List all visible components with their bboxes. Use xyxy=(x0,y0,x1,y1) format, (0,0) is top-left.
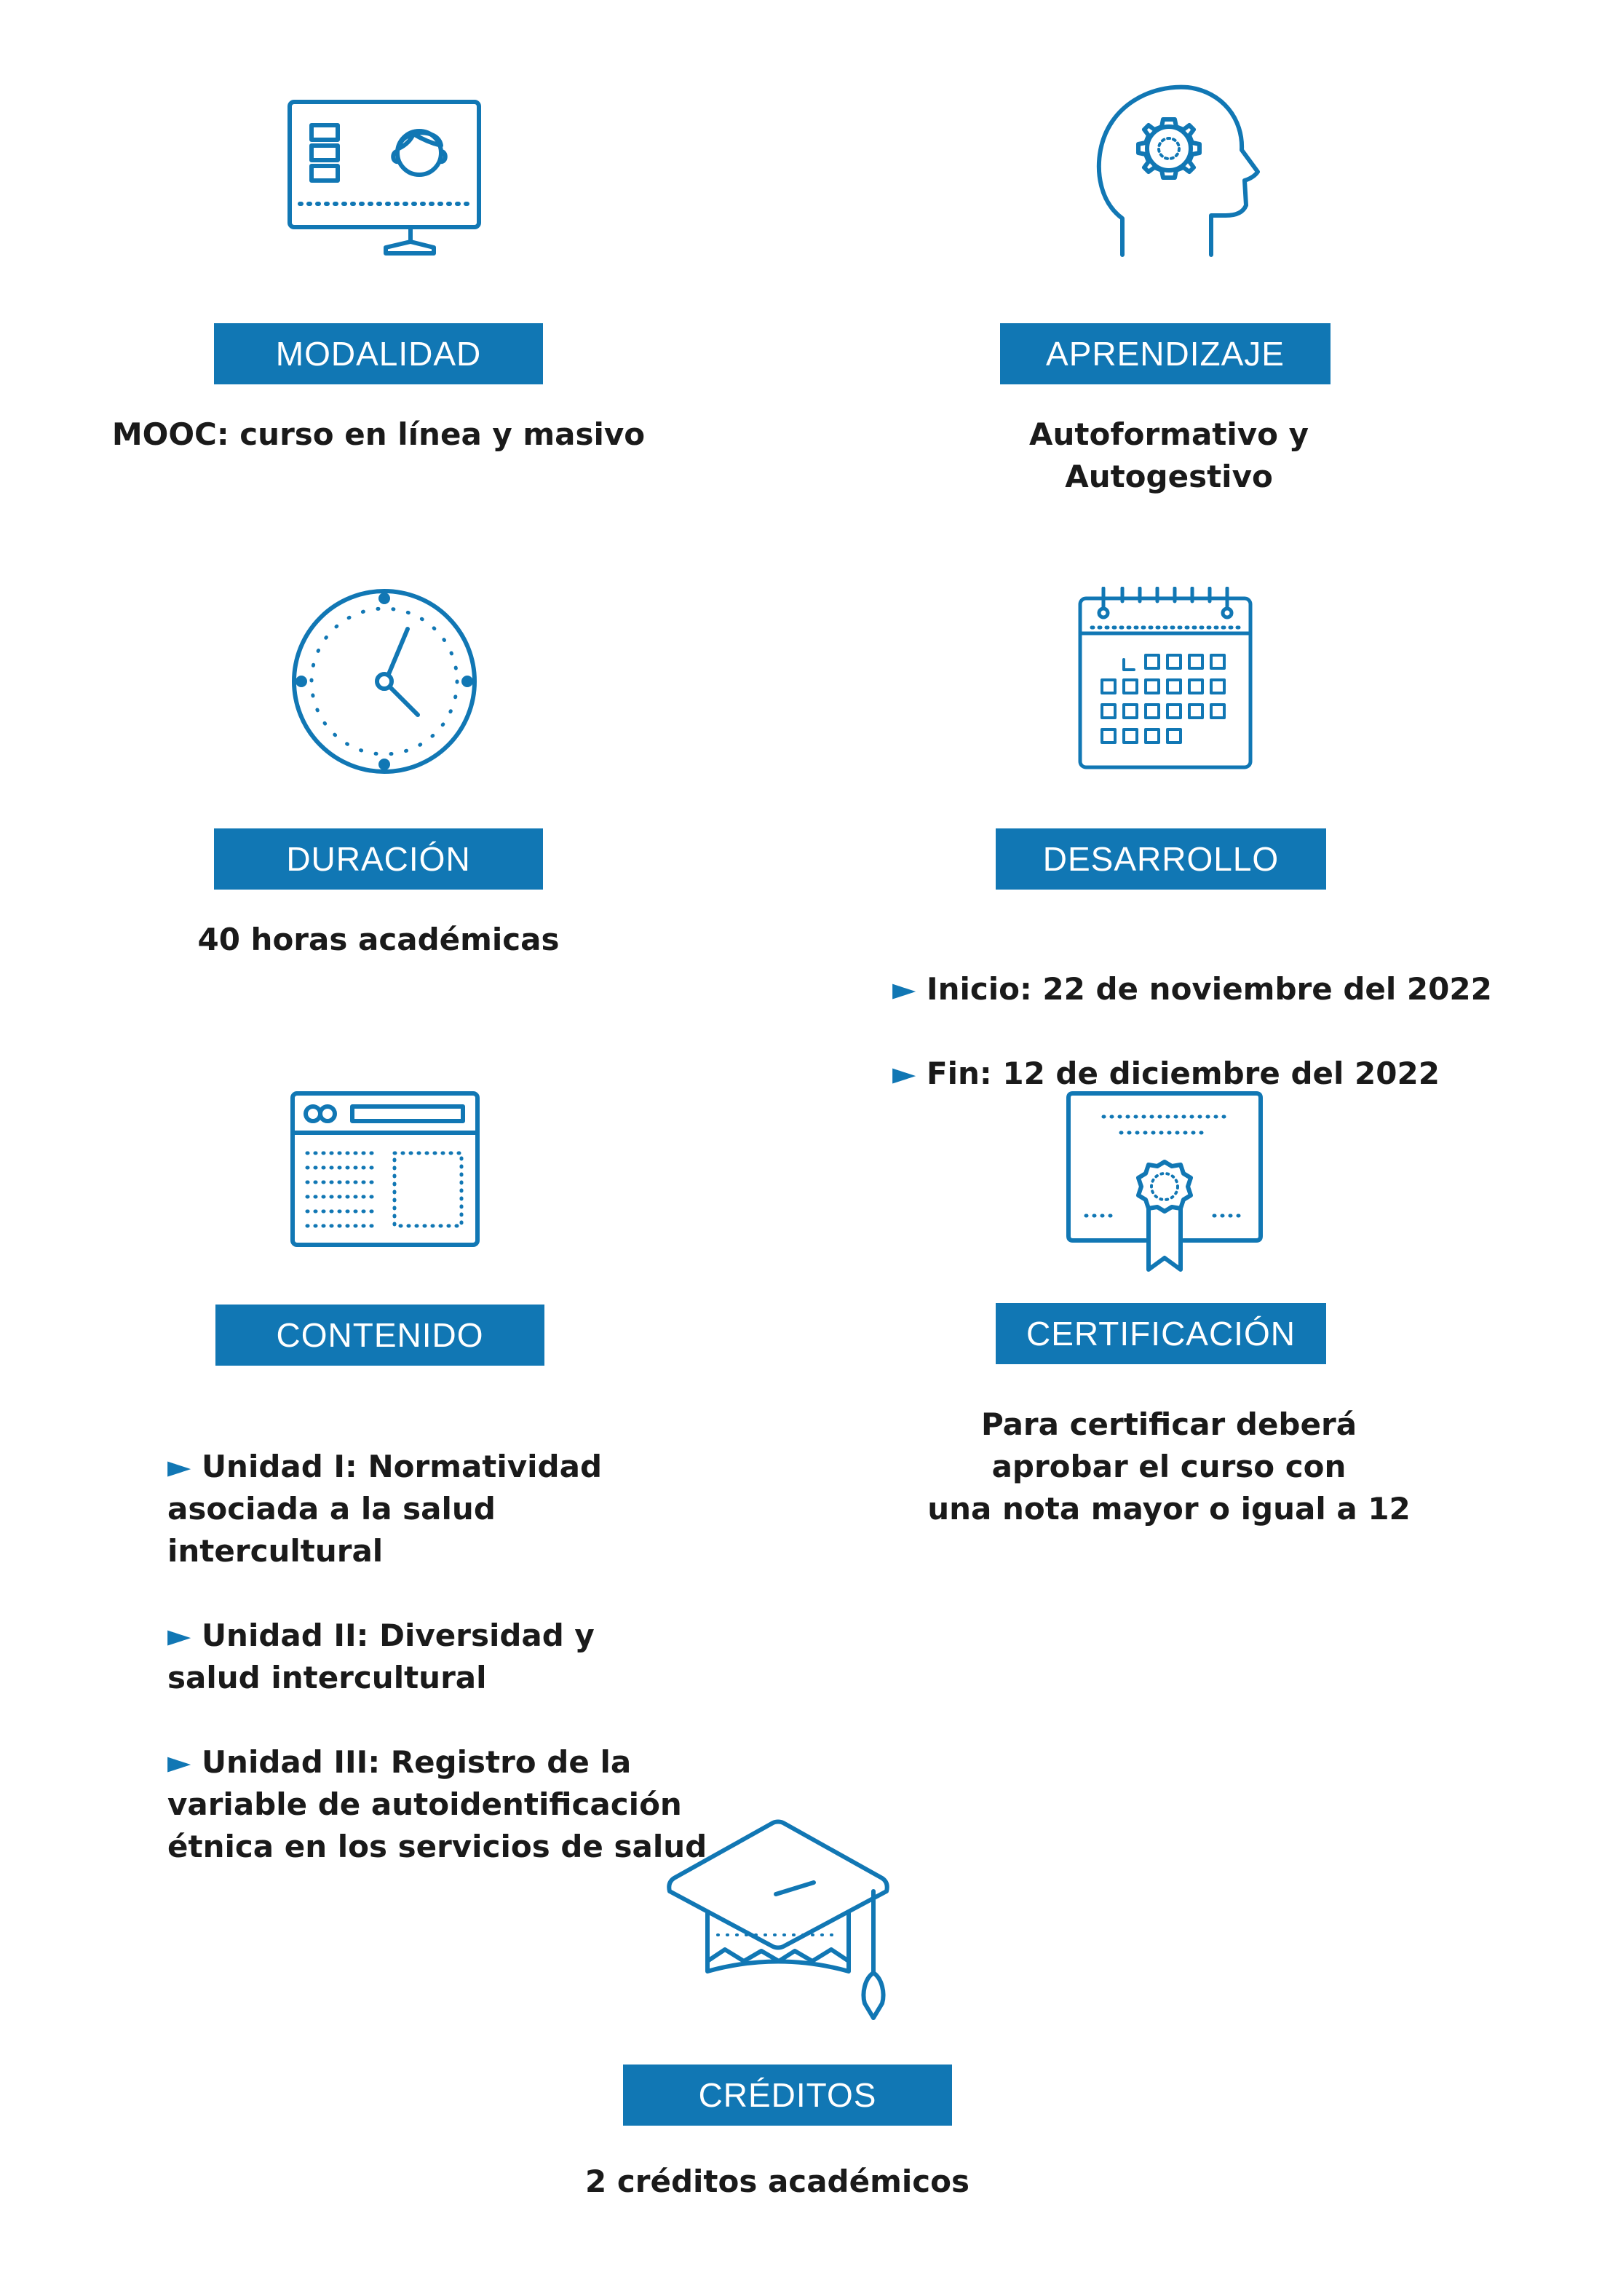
bullet-arrow-icon: ► xyxy=(167,1618,191,1653)
aprendizaje-text: Autoformativo y Autogestivo xyxy=(1029,416,1309,494)
contenido-unidad-1: Unidad I: Normatividad asociada a la sal… xyxy=(167,1449,603,1569)
list-item: ► Inicio: 22 de noviembre del 2022 xyxy=(892,968,1533,1010)
list-item: ► Unidad II: Diversidad y salud intercul… xyxy=(167,1615,721,1699)
browser-window-icon xyxy=(290,1090,480,1248)
calendar-icon xyxy=(1077,587,1253,770)
graduation-cap-icon xyxy=(667,1818,889,2022)
list-item: ► Fin: 12 de diciembre del 2022 xyxy=(892,1053,1533,1095)
creditos-text: 2 créditos académicos xyxy=(585,2164,969,2199)
desarrollo-inicio: Inicio: 22 de noviembre del 2022 xyxy=(926,971,1492,1007)
modalidad-label: MODALIDAD xyxy=(214,323,543,384)
desarrollo-label: DESARROLLO xyxy=(996,828,1326,890)
bullet-arrow-icon: ► xyxy=(892,971,916,1007)
contenido-label: CONTENIDO xyxy=(215,1305,544,1366)
list-item: ► Unidad I: Normatividad asociada a la s… xyxy=(167,1446,721,1572)
bullet-arrow-icon: ► xyxy=(892,1056,916,1091)
desarrollo-fin: Fin: 12 de diciembre del 2022 xyxy=(926,1056,1440,1091)
duracion-label: DURACIÓN xyxy=(214,828,543,890)
duracion-text: 40 horas académicas xyxy=(197,922,560,957)
head-gear-icon xyxy=(1093,80,1262,258)
bullet-arrow-icon: ► xyxy=(167,1744,191,1780)
certificacion-label: CERTIFICACIÓN xyxy=(996,1303,1326,1364)
aprendizaje-label: APRENDIZAJE xyxy=(1000,323,1331,384)
certificacion-text: Para certificar deberá aprobar el curso … xyxy=(927,1406,1411,1527)
list-item: ► Unidad III: Registro de la variable de… xyxy=(167,1741,721,1868)
certificate-icon xyxy=(1066,1090,1264,1272)
bullet-arrow-icon: ► xyxy=(167,1449,191,1484)
computer-monitor-user-icon xyxy=(285,98,483,258)
creditos-label: CRÉDITOS xyxy=(623,2065,952,2126)
clock-icon xyxy=(290,587,479,776)
desarrollo-list: ► Inicio: 22 de noviembre del 2022 ► Fin… xyxy=(892,926,1533,1137)
contenido-list: ► Unidad I: Normatividad asociada a la s… xyxy=(167,1404,721,1910)
contenido-unidad-2: Unidad II: Diversidad y salud intercultu… xyxy=(167,1618,595,1695)
contenido-unidad-3: Unidad III: Registro de la variable de a… xyxy=(167,1744,707,1864)
modalidad-text: MOOC: curso en línea y masivo xyxy=(111,416,646,452)
